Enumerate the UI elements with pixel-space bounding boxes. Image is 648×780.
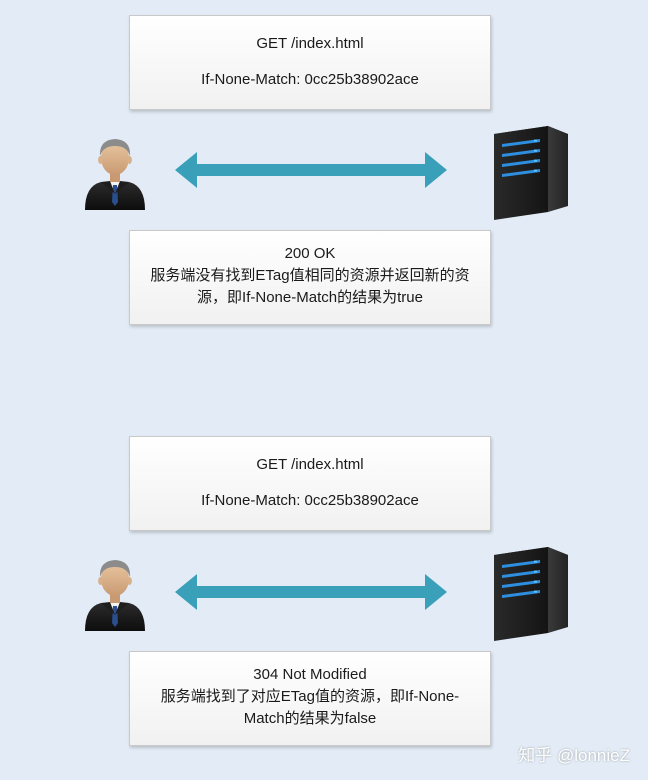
request-header-1: If-None-Match: 0cc25b38902ace [201, 71, 419, 88]
double-arrow-icon [175, 574, 447, 610]
request-header-2: If-None-Match: 0cc25b38902ace [201, 492, 419, 509]
response-message-1: 服务端没有找到ETag值相同的资源并返回新的资源，即If-None-Match的… [150, 267, 470, 306]
server-icon [492, 541, 570, 641]
response-status-2: 304 Not Modified [253, 666, 367, 683]
response-box-2: 304 Not Modified 服务端找到了对应ETag值的资源，即If-No… [129, 651, 491, 746]
double-arrow-icon [175, 152, 447, 188]
request-box-2: GET /index.html If-None-Match: 0cc25b389… [129, 436, 491, 531]
request-line-2: GET /index.html [256, 456, 364, 473]
response-box-1: 200 OK 服务端没有找到ETag值相同的资源并返回新的资源，即If-None… [129, 230, 491, 325]
watermark: 知乎 @lonnieZ [518, 746, 630, 765]
person-icon [83, 130, 147, 210]
server-icon [492, 120, 570, 220]
person-icon [83, 551, 147, 631]
request-box-1: GET /index.html If-None-Match: 0cc25b389… [129, 15, 491, 110]
request-line-1: GET /index.html [256, 35, 364, 52]
response-message-2: 服务端找到了对应ETag值的资源，即If-None-Match的结果为false [160, 688, 460, 727]
response-status-1: 200 OK [284, 245, 336, 262]
